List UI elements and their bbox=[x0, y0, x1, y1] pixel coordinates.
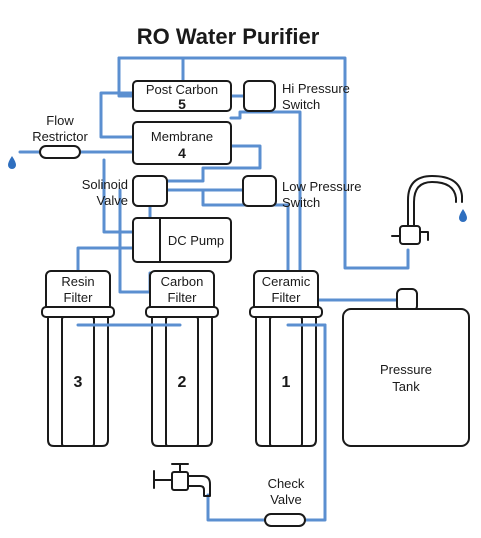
membrane-box bbox=[132, 121, 232, 165]
water-drop-icon bbox=[8, 156, 16, 169]
carbon-filter-label-line2: Filter bbox=[168, 290, 198, 305]
pipe-post-carbon-to-membrane bbox=[99, 91, 135, 139]
post-carbon-number: 5 bbox=[178, 96, 186, 112]
post-carbon-filter: Post Carbon 5 bbox=[132, 80, 232, 112]
low-pressure-switch-box bbox=[242, 175, 277, 207]
ceramic-filter-collar bbox=[249, 306, 323, 318]
carbon-filter-number: 2 bbox=[178, 374, 187, 391]
resin-filter: Resin Filter 3 bbox=[41, 270, 115, 447]
faucet-handle bbox=[419, 231, 429, 241]
faucet-spout-inner bbox=[413, 181, 457, 231]
membrane-number: 4 bbox=[178, 145, 186, 161]
hi-pressure-switch-label-line1: Hi Pressure bbox=[282, 81, 350, 96]
post-carbon-box bbox=[132, 80, 232, 112]
flow-restrictor-label-line2: Restrictor bbox=[32, 129, 88, 144]
pressure-tank-label-line1: Pressure bbox=[380, 362, 432, 377]
pipe-pump-to-resin bbox=[76, 246, 135, 275]
solenoid-valve-label-line1: Solinoid bbox=[82, 177, 128, 192]
flow-restrictor: Flow Restrictor bbox=[8, 113, 88, 169]
pipe-pump-to-membrane bbox=[102, 158, 135, 234]
hi-pressure-switch-label-line2: Switch bbox=[282, 97, 320, 112]
dc-pump-box bbox=[132, 217, 232, 263]
flow-restrictor-label-line1: Flow bbox=[46, 113, 74, 128]
pipe-membrane-to-solenoid bbox=[165, 144, 262, 183]
membrane: Membrane 4 bbox=[132, 121, 232, 165]
resin-filter-cartridge bbox=[61, 316, 95, 447]
dc-pump: DC Pump bbox=[132, 217, 232, 263]
carbon-filter-label-line1: Carbon bbox=[161, 274, 204, 289]
diagram-title: RO Water Purifier bbox=[137, 24, 320, 49]
resin-filter-label-line2: Filter bbox=[64, 290, 94, 305]
low-pressure-switch-label-line1: Low Pressure bbox=[282, 179, 361, 194]
ceramic-filter-label-line2: Filter bbox=[272, 290, 302, 305]
dc-pump-label: DC Pump bbox=[168, 233, 224, 248]
pressure-tank-valve bbox=[396, 288, 418, 312]
solenoid-valve-box bbox=[132, 175, 168, 207]
pipe-post-carbon-loop bbox=[117, 56, 185, 98]
carbon-filter-collar bbox=[145, 306, 219, 318]
inlet-tap-handle bbox=[171, 463, 189, 473]
membrane-label: Membrane bbox=[151, 129, 213, 144]
inlet-tap-wall-pipe bbox=[153, 470, 173, 489]
check-valve-label-line1: Check bbox=[268, 476, 305, 491]
faucet-water-drop-icon bbox=[459, 209, 467, 222]
flow-restrictor-body bbox=[39, 145, 81, 159]
faucet-icon bbox=[391, 175, 467, 245]
resin-filter-collar bbox=[41, 306, 115, 318]
hi-pressure-switch: Hi Pressure Switch bbox=[243, 80, 350, 112]
carbon-filter-cartridge bbox=[165, 316, 199, 447]
faucet-base bbox=[399, 225, 421, 245]
inlet-tap-body bbox=[171, 471, 189, 491]
check-valve: Check Valve bbox=[264, 476, 306, 527]
inlet-tap-spout bbox=[187, 475, 211, 497]
ceramic-filter: Ceramic Filter 1 bbox=[249, 270, 323, 447]
faucet-spout bbox=[407, 175, 463, 231]
ceramic-filter-label-line1: Ceramic bbox=[262, 274, 311, 289]
pipe-check-valve-to-inlet bbox=[206, 493, 267, 522]
check-valve-body bbox=[264, 513, 306, 527]
low-pressure-switch-label-line2: Switch bbox=[282, 195, 320, 210]
resin-filter-number: 3 bbox=[74, 374, 83, 391]
pressure-tank-body bbox=[342, 308, 470, 447]
hi-pressure-switch-box bbox=[243, 80, 276, 112]
resin-filter-label-line1: Resin bbox=[61, 274, 94, 289]
carbon-filter: Carbon Filter 2 bbox=[145, 270, 219, 447]
solenoid-valve: Solinoid Valve bbox=[82, 175, 168, 208]
post-carbon-label: Post Carbon bbox=[146, 82, 218, 97]
check-valve-label-line2: Valve bbox=[270, 492, 302, 507]
low-pressure-switch: Low Pressure Switch bbox=[242, 175, 361, 210]
pressure-tank: Pressure Tank bbox=[342, 288, 470, 447]
solenoid-valve-label-line2: Valve bbox=[96, 193, 128, 208]
pressure-tank-label-line2: Tank bbox=[392, 379, 420, 394]
ceramic-filter-number: 1 bbox=[282, 374, 291, 391]
inlet-tap-icon bbox=[153, 463, 211, 497]
ceramic-filter-cartridge bbox=[269, 316, 303, 447]
